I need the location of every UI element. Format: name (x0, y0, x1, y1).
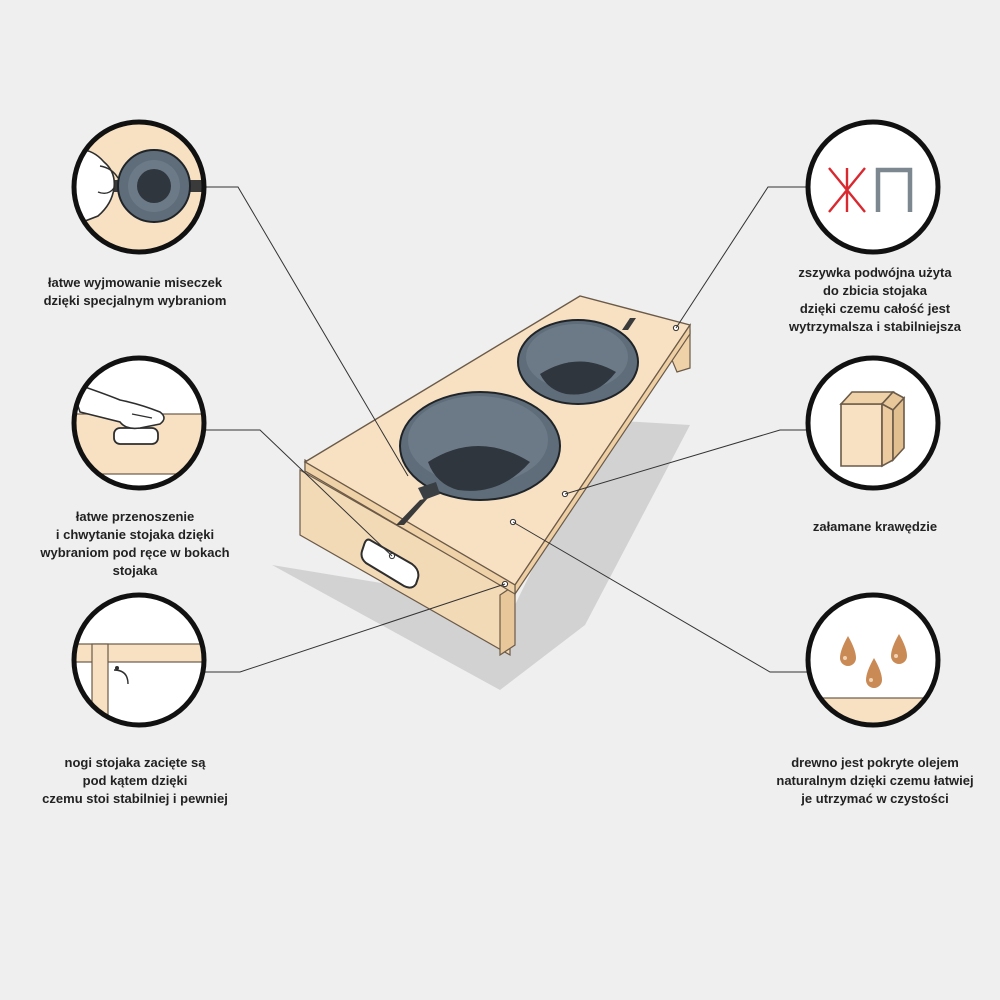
hand-gripping-handle-icon (74, 358, 204, 488)
small-bowl (517, 319, 639, 405)
chamfered-edge-block-icon (839, 390, 906, 468)
caption-chamfered-edges: załamane krawędzie (812, 519, 938, 534)
large-bowl-tab (418, 482, 440, 500)
double-staple-icon (828, 167, 913, 213)
detail-circle-double-staple (805, 119, 941, 255)
bowl-slot-front (396, 498, 428, 525)
detail-circle-carrying (71, 355, 207, 491)
front-leg-end (499, 583, 516, 657)
large-bowl (399, 391, 561, 501)
leader-line-carrying (204, 429, 393, 557)
caption-oiled-wood: drewno jest pokryte olejem naturalnym dz… (776, 755, 974, 806)
bowl-slot-back (622, 318, 636, 330)
leader-line-angled-legs (204, 583, 506, 673)
stand-top-left-edge (304, 460, 516, 596)
leader-line-bowl-removal (204, 186, 409, 477)
detail-circle-angled-legs (71, 592, 207, 728)
leader-lines (204, 186, 808, 673)
leader-line-double-staple (675, 186, 808, 329)
leader-line-oiled-wood (512, 521, 808, 673)
caption-carrying: łatwe przenoszenie i chwytanie stojaka d… (40, 509, 230, 578)
leader-line-chamfered-edges (564, 429, 808, 495)
side-handle-cutout (360, 538, 420, 589)
caption-double-staple: zszywka podwójna użyta do zbicia stojaka… (789, 265, 961, 334)
caption-angled-legs: nogi stojaka zacięte są pod kątem dzięki… (42, 755, 228, 806)
detail-circle-oiled-wood (805, 592, 941, 728)
detail-circle-bowl-removal (71, 119, 207, 255)
angled-leg-cut-icon (74, 595, 204, 725)
detail-circle-chamfered-edges (805, 355, 941, 491)
feeding-stand-illustration (272, 295, 692, 690)
caption-bowl-removal: łatwe wyjmowanie miseczek dzięki specjal… (43, 275, 227, 308)
